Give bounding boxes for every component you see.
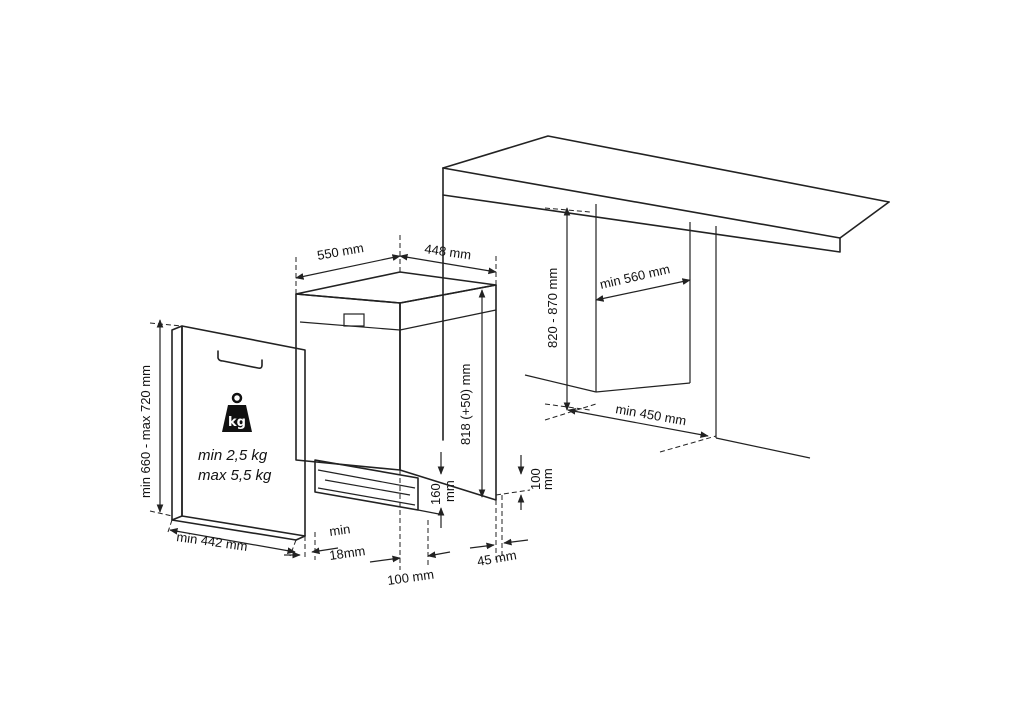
min-18-dimension: min 18mm (284, 521, 366, 563)
weight-max-label: max 5,5 kg (198, 467, 272, 484)
niche-width-dimension: min 450 mm (544, 401, 717, 453)
foot-45-dimension: 45 mm (469, 495, 529, 569)
side-100-label: 100 (528, 468, 543, 490)
niche-depth-dimension: min 560 mm (595, 261, 691, 302)
plinth-100-label: 100 mm (386, 567, 435, 588)
min-18-label: 18mm (328, 543, 366, 563)
side-100-unit: mm (540, 468, 555, 490)
depth-dimension: 550 mm (295, 235, 401, 294)
plinth-160-label: 160 (428, 483, 443, 505)
width-label: 448 mm (424, 241, 473, 262)
height-dimension: 818 (+50) mm (458, 289, 486, 498)
weight-min-label: min 2,5 kg (198, 447, 268, 464)
width-dimension: 448 mm (399, 241, 497, 285)
min-label: min (328, 521, 351, 539)
side-100-dimension: 100 mm (495, 455, 555, 510)
height-label: 818 (+50) mm (458, 364, 473, 445)
door-panel: kg min 2,5 kg max 5,5 kg (171, 325, 306, 541)
weight-icon-text: kg (228, 415, 246, 430)
panel-height-label: min 660 - max 720 mm (138, 365, 153, 498)
panel-width-dimension: min 442 mm (167, 519, 297, 557)
foot-45-label: 45 mm (476, 547, 518, 569)
plinth-100-dimension: 100 mm (369, 470, 451, 588)
weight-icon: kg (222, 392, 252, 432)
panel-width-label: min 442 mm (176, 529, 249, 554)
niche-depth-label: min 560 mm (598, 261, 671, 292)
depth-label: 550 mm (316, 240, 365, 263)
panel-height-dimension: min 660 - max 720 mm (138, 319, 183, 517)
niche-width-label: min 450 mm (614, 401, 687, 428)
niche-height-label: 820 - 870 mm (545, 268, 560, 348)
plinth-160-unit: mm (442, 480, 457, 502)
plinth-160-dimension: 160 mm (428, 452, 457, 528)
niche-height-dimension: 820 - 870 mm (544, 207, 591, 411)
